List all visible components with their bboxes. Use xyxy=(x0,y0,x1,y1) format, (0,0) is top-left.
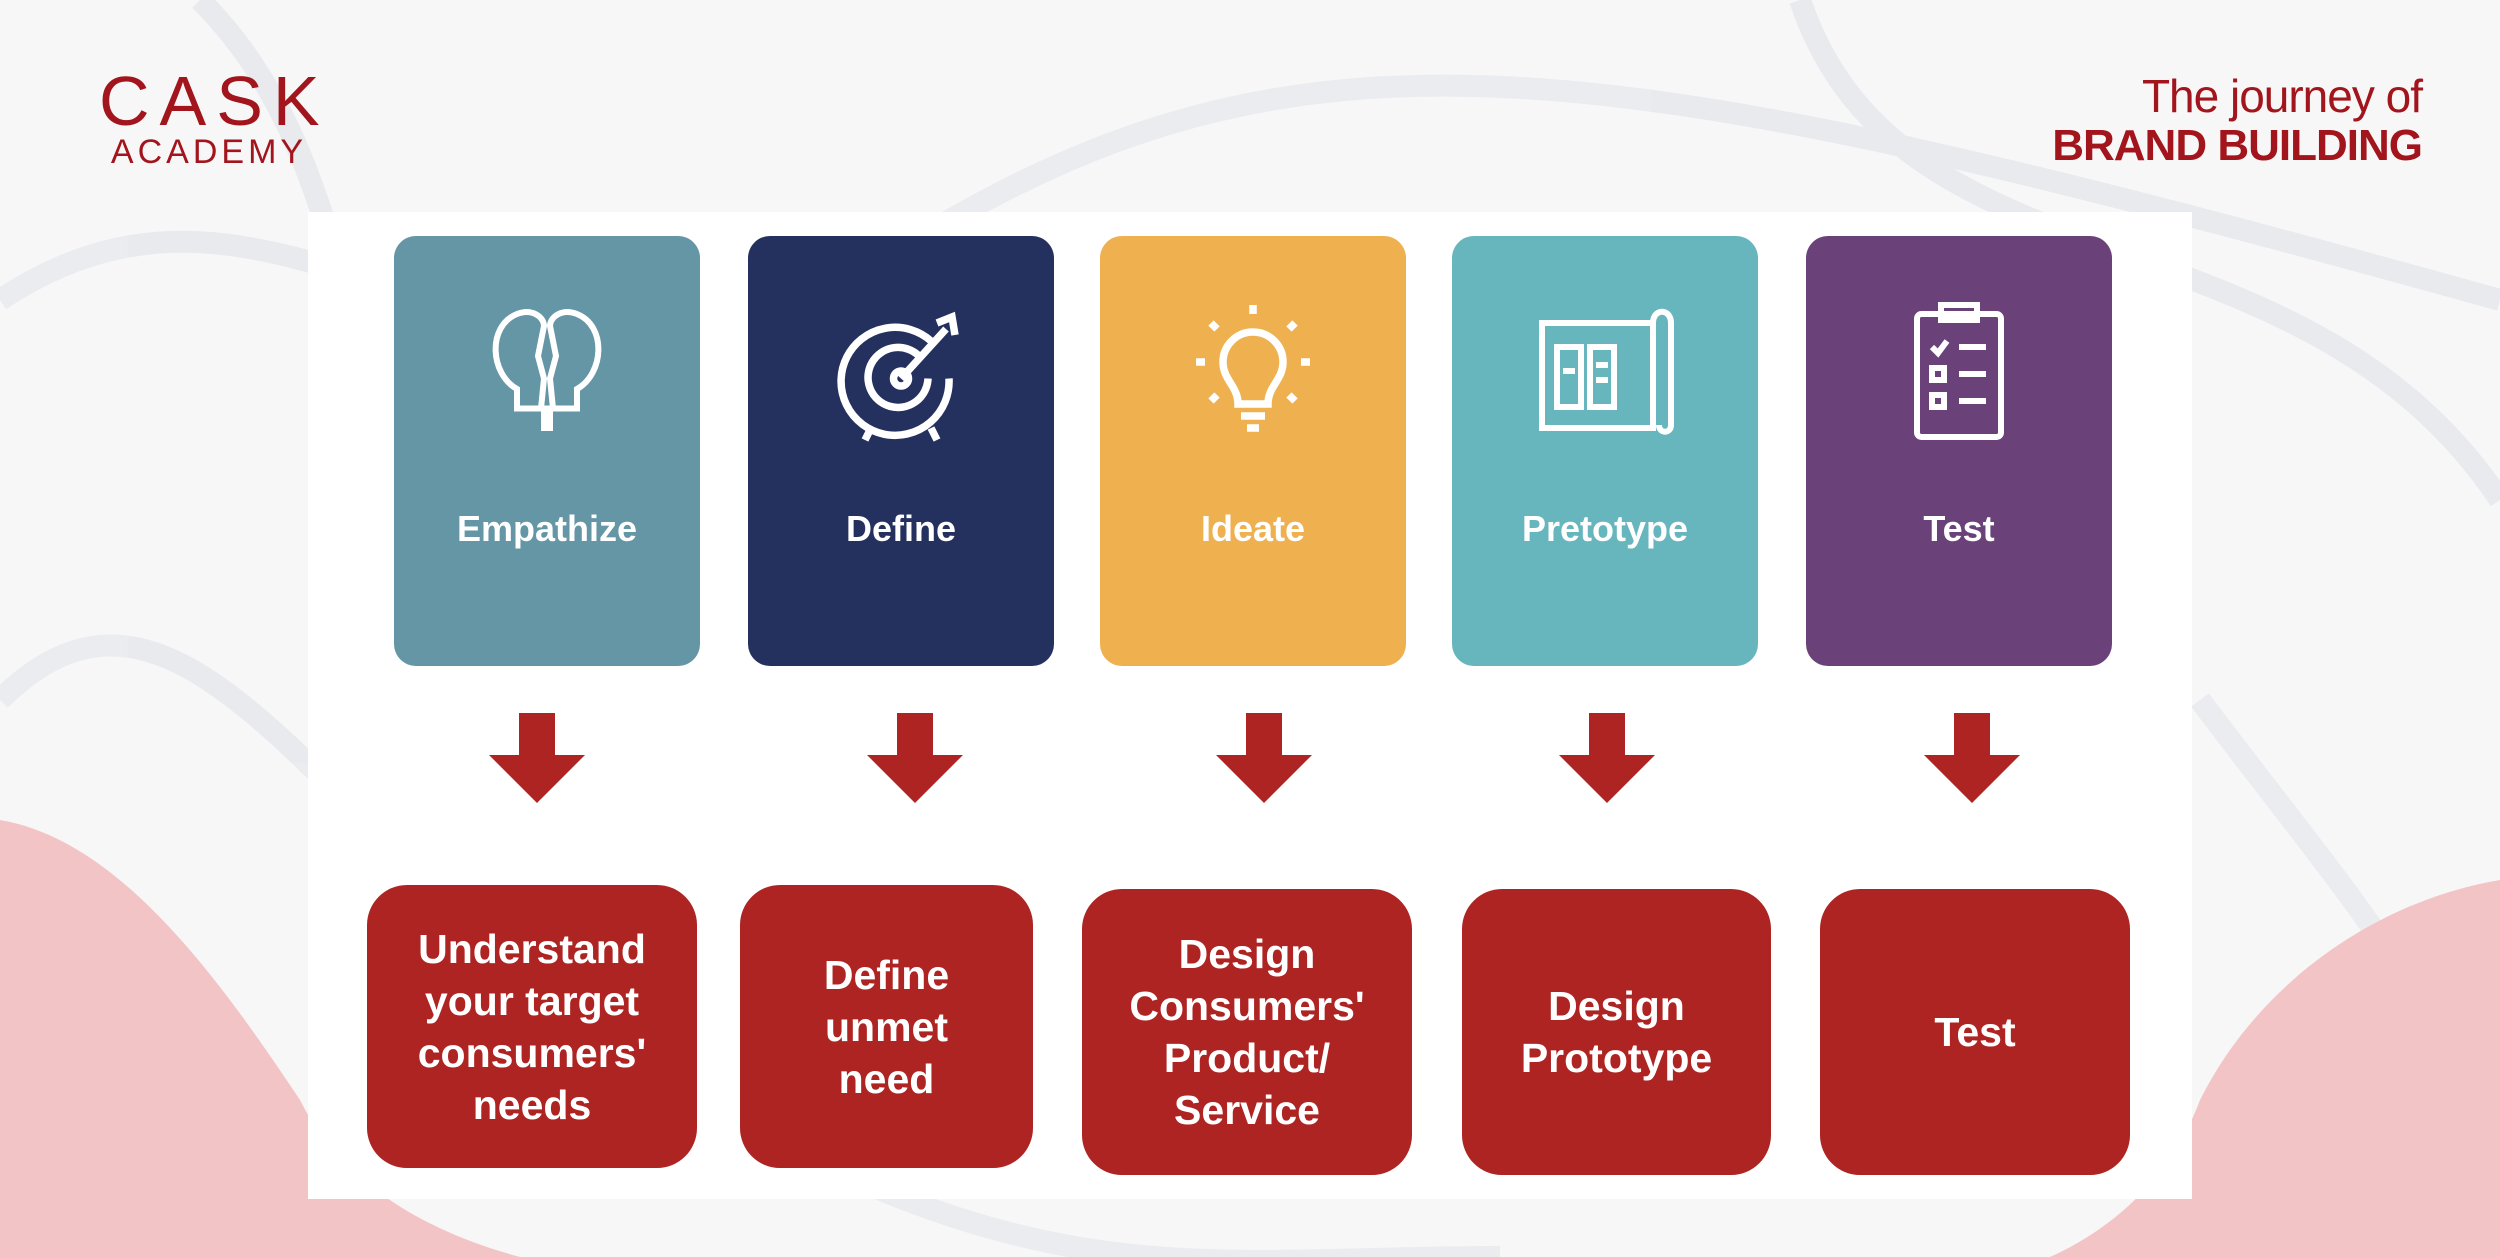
page-title: The journey of BRAND BUILDING xyxy=(2052,70,2423,170)
outcome-box-test: Test xyxy=(1820,889,2130,1175)
clipboard-icon xyxy=(1914,302,2004,440)
cask-academy-logo: CASK ACADEMY xyxy=(99,62,330,171)
outcome-box-prototype: Design Prototype xyxy=(1462,889,1771,1175)
outcome-text: Define unmet need xyxy=(823,951,950,1102)
stage-label: Ideate xyxy=(1200,508,1306,549)
stage-label: Test xyxy=(1923,508,1995,549)
outcome-text: Understand your target consumers' needs xyxy=(417,925,647,1128)
stage-label: Pretotype xyxy=(1521,508,1689,549)
stage-label: Define xyxy=(845,508,957,549)
blueprint-icon xyxy=(1539,308,1674,435)
outcome-box-ideate: Design Consumers' Product/ Service xyxy=(1082,889,1412,1175)
heads-icon xyxy=(492,309,602,431)
down-arrow-icon xyxy=(1559,713,1655,803)
target-icon xyxy=(837,311,959,442)
down-arrow-icon xyxy=(489,713,585,803)
outcome-box-empathize: Understand your target consumers' needs xyxy=(367,885,697,1168)
down-arrow-icon xyxy=(1924,713,2020,803)
stage-card-empathize: Empathize xyxy=(394,236,700,666)
outcome-text: Design Prototype xyxy=(1520,983,1713,1081)
stage-label: Empathize xyxy=(456,508,638,549)
outcome-text: Design Consumers' Product/ Service xyxy=(1129,931,1365,1133)
outcome-box-define: Define unmet need xyxy=(740,885,1033,1168)
stage-card-define: Define xyxy=(748,236,1054,666)
stage-card-test: Test xyxy=(1806,236,2112,666)
outcome-text: Test xyxy=(1934,1009,2016,1055)
stage-card-pretotype: Pretotype xyxy=(1452,236,1758,666)
title-line1: The journey of xyxy=(2141,70,2423,122)
title-line2: BRAND BUILDING xyxy=(2052,121,2423,170)
down-arrow-icon xyxy=(1216,713,1312,803)
down-arrow-icon xyxy=(867,713,963,803)
logo-line1: CASK xyxy=(99,62,330,140)
lightbulb-icon xyxy=(1196,305,1310,432)
stage-card-ideate: Ideate xyxy=(1100,236,1406,666)
logo-line2: ACADEMY xyxy=(110,133,308,171)
